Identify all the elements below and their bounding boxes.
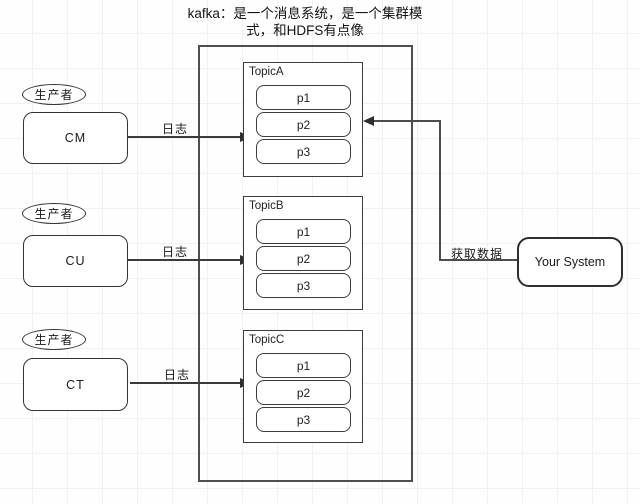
- producer-cu-box: CU: [23, 235, 128, 287]
- topic-a-label: TopicA: [249, 66, 284, 78]
- producer-role-label: 生产者: [34, 333, 74, 347]
- partition-box: p3: [256, 407, 351, 432]
- partition-box: p1: [256, 85, 351, 110]
- log-arrow-line: [128, 136, 242, 138]
- partition-box: p3: [256, 139, 351, 164]
- producer-role-oval: 生产者: [22, 203, 86, 224]
- arrow-left-icon: [363, 116, 374, 126]
- fetch-data-label: 获取数据: [451, 247, 504, 261]
- topic-a-box: TopicA p1 p2 p3: [243, 62, 363, 177]
- fetch-data-connector-vertical: [439, 120, 441, 261]
- partition-box: p1: [256, 219, 351, 244]
- producer-cm-box: CM: [23, 112, 128, 164]
- fetch-data-connector-bottom: [440, 259, 517, 261]
- partition-label: p1: [296, 224, 311, 239]
- partition-box: p3: [256, 273, 351, 298]
- partition-label: p2: [296, 251, 311, 266]
- your-system-box: Your System: [517, 237, 623, 287]
- producer-ct-label: CT: [66, 377, 85, 392]
- partition-label: p2: [296, 385, 311, 400]
- topic-b-label: TopicB: [249, 200, 284, 212]
- log-arrow-label: 日志: [164, 368, 191, 382]
- partition-box: p1: [256, 353, 351, 378]
- your-system-label: Your System: [534, 255, 606, 269]
- fetch-data-connector-top: [368, 120, 441, 122]
- topic-c-box: TopicC p1 p2 p3: [243, 330, 363, 443]
- log-arrow-label: 日志: [162, 245, 189, 259]
- partition-label: p1: [296, 90, 311, 105]
- producer-role-label: 生产者: [34, 207, 74, 221]
- producer-role-oval: 生产者: [22, 329, 86, 350]
- partition-label: p3: [296, 412, 311, 427]
- partition-label: p3: [296, 144, 311, 159]
- partition-box: p2: [256, 380, 351, 405]
- topic-b-box: TopicB p1 p2 p3: [243, 196, 363, 310]
- partition-label: p2: [296, 117, 311, 132]
- diagram-title-line2: 式，和HDFS有点像: [246, 23, 364, 38]
- diagram-title: kafka：是一个消息系统，是一个集群模 式，和HDFS有点像: [150, 5, 460, 39]
- log-arrow-label: 日志: [162, 122, 189, 136]
- topic-c-label: TopicC: [249, 334, 285, 346]
- partition-box: p2: [256, 112, 351, 137]
- partition-label: p1: [296, 358, 311, 373]
- kafka-cluster-box: [198, 45, 413, 482]
- diagram-title-line1: kafka：是一个消息系统，是一个集群模: [187, 6, 423, 21]
- producer-ct-box: CT: [23, 358, 128, 411]
- producer-cm-label: CM: [64, 131, 87, 145]
- partition-box: p2: [256, 246, 351, 271]
- partition-label: p3: [296, 278, 311, 293]
- producer-role-label: 生产者: [34, 88, 74, 102]
- producer-cu-label: CU: [65, 254, 86, 268]
- producer-role-oval: 生产者: [22, 84, 86, 105]
- log-arrow-line: [130, 382, 242, 384]
- log-arrow-line: [128, 259, 242, 261]
